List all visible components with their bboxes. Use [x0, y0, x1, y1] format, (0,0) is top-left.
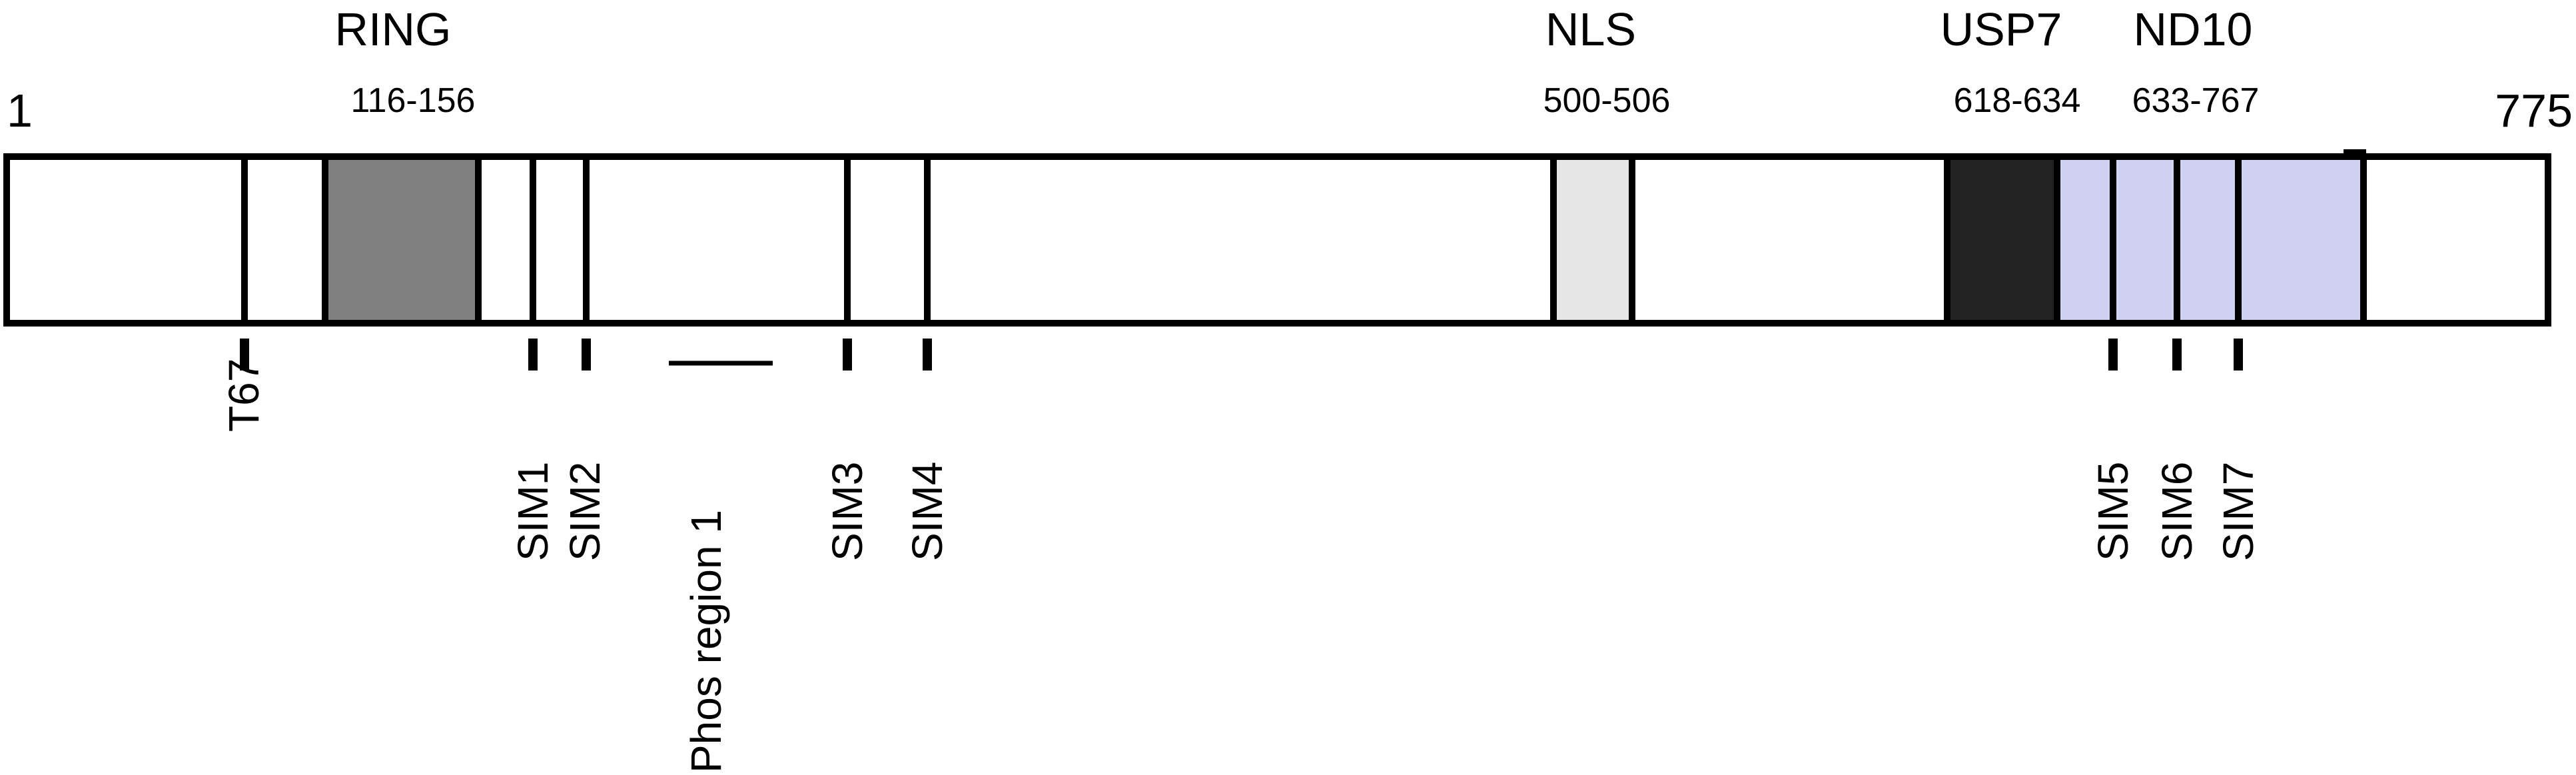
usp7-domain-name: USP7	[1940, 3, 2062, 55]
site-ticks	[240, 339, 2243, 371]
usp7-domain-range: 618-634	[1954, 81, 2081, 120]
sim7-label: SIM7	[2214, 462, 2262, 561]
sim6-label: SIM6	[2153, 462, 2201, 561]
sim2-label: SIM2	[561, 462, 609, 561]
phos-region-label: Phos region 1	[682, 510, 730, 773]
ring-domain-box	[325, 157, 478, 323]
start-residue-label: 1	[7, 85, 33, 137]
nls-domain-range: 500-506	[1543, 81, 1671, 120]
sim5-label: SIM5	[2089, 462, 2137, 561]
nd10-domain-box	[2057, 157, 2363, 323]
nls-domain-box	[1553, 157, 1632, 323]
t67-label: T67	[220, 359, 268, 432]
nls-domain-name: NLS	[1545, 3, 1636, 55]
usp7-domain-box	[1947, 157, 2057, 323]
nd10-domain-range: 633-767	[2132, 81, 2260, 120]
nd10-domain-name: ND10	[2134, 3, 2253, 55]
protein-bar-outline	[3, 153, 2551, 327]
sim4-label: SIM4	[903, 462, 951, 561]
end-residue-label: 775	[2495, 85, 2573, 137]
bar-dividers	[241, 157, 2367, 323]
sim1-label: SIM1	[509, 462, 557, 561]
ring-domain-name: RING	[335, 3, 452, 55]
sim3-label: SIM3	[823, 462, 871, 561]
ring-domain-range: 116-156	[351, 81, 476, 120]
